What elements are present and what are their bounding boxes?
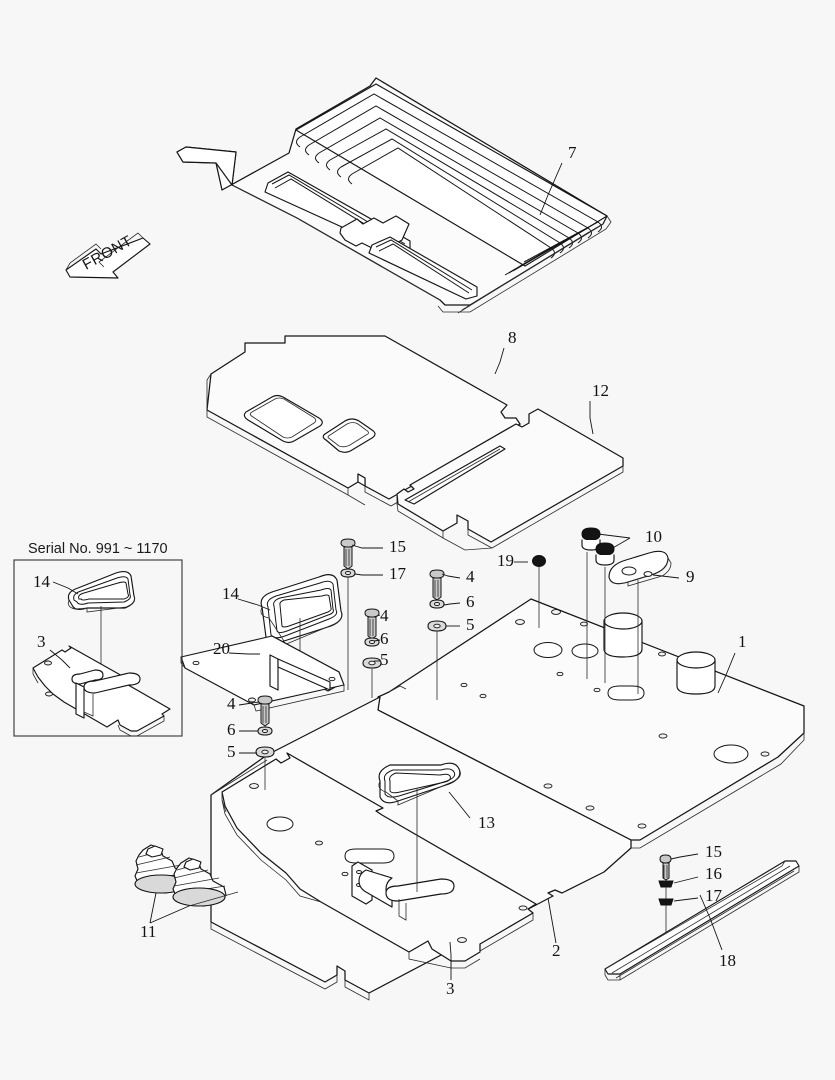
callout-5c: 5: [227, 742, 236, 761]
part-3-front-cover-plate-inset: [32, 645, 171, 737]
callout-14a: 14: [222, 584, 240, 603]
callout-9: 9: [686, 567, 695, 586]
part-1-main-floor-plate: [377, 598, 805, 849]
callout-13: 13: [478, 813, 495, 832]
front-arrow-icon: [65, 232, 151, 279]
callout-labels: 7 8 12 15 17 4 6 5 19 10 9 1 14 20 4 6 5…: [33, 143, 747, 998]
callout-15a: 15: [389, 537, 406, 556]
boss-right: [676, 651, 716, 695]
part-8-floor-panel-left: [206, 335, 521, 507]
callout-6c: 6: [227, 720, 236, 739]
callout-3-inset: 3: [37, 632, 46, 651]
leader-13: [448, 791, 471, 819]
leader-15a: [351, 544, 383, 549]
leader-12: [589, 401, 594, 435]
fastener-stack-15-17: [340, 538, 356, 690]
fastener-stack-4-6-5-d: [255, 695, 275, 790]
callout-15b: 15: [705, 842, 722, 861]
part-9-oval-cover-plate: [608, 550, 672, 694]
leader-3: [449, 941, 452, 980]
callout-4c: 4: [227, 694, 236, 713]
part-11-rubber-bellows: [134, 844, 239, 924]
leader-6b: [373, 639, 381, 642]
bellows-front: [172, 857, 227, 907]
leader-15b: [670, 853, 699, 860]
part-10-rubber-plugs: [581, 527, 631, 683]
fastener-stack-4-6-5-c: [362, 608, 382, 698]
callout-14-inset: 14: [33, 572, 51, 591]
leader-14a: [237, 598, 271, 611]
leader-2: [547, 897, 557, 944]
part-7-ribbed-floor-mat: [176, 77, 612, 314]
serial-note-label: Serial No. 991 ~ 1170: [28, 541, 168, 557]
serial-variant-inset: [13, 559, 183, 737]
callout-18: 18: [719, 951, 736, 970]
leader-18: [699, 894, 723, 951]
part-13-pedal-pad-small: [378, 762, 461, 806]
callout-6b: 6: [380, 629, 389, 648]
callout-19: 19: [497, 551, 514, 570]
leader-17b: [673, 897, 699, 902]
leader-8: [494, 347, 505, 375]
part-20-pedal-bracket: [180, 635, 345, 712]
part-18-trim-rail: [604, 860, 800, 981]
leader-4c: [238, 701, 260, 706]
callout-10: 10: [645, 527, 662, 546]
callout-11: 11: [140, 922, 156, 941]
leader-7: [539, 162, 563, 216]
callout-4b: 4: [380, 606, 389, 625]
fastener-stack-4-6-5-b: [427, 569, 447, 700]
leader-20: [228, 652, 260, 655]
callout-5a: 5: [466, 615, 475, 634]
leader-4a: [441, 573, 461, 579]
part-12-floor-panel-right: [396, 408, 624, 551]
leader-9: [652, 574, 680, 579]
part-14-pedal-pad-inset: [52, 570, 136, 690]
leader-17a: [354, 573, 383, 576]
callout-3: 3: [446, 979, 455, 998]
callout-7: 7: [568, 143, 577, 162]
leader-6a: [443, 602, 461, 606]
callout-16: 16: [705, 864, 722, 883]
part-19-knob-plug: [532, 555, 546, 628]
callout-2: 2: [552, 941, 561, 960]
callout-4a: 4: [466, 567, 475, 586]
part-3-front-cover-plate: [221, 752, 537, 969]
rubber-plug-lower: [595, 542, 615, 683]
leader-1: [717, 652, 736, 694]
callout-6a: 6: [466, 592, 475, 611]
callout-17a: 17: [389, 564, 407, 583]
leader-16: [673, 876, 699, 884]
callout-17b: 17: [705, 886, 723, 905]
boss-left: [603, 612, 643, 658]
callout-20: 20: [213, 639, 230, 658]
callout-12: 12: [592, 381, 609, 400]
callout-1: 1: [738, 632, 747, 651]
callout-8: 8: [508, 328, 517, 347]
callout-5b: 5: [380, 650, 389, 669]
leader-4b: [373, 614, 381, 618]
